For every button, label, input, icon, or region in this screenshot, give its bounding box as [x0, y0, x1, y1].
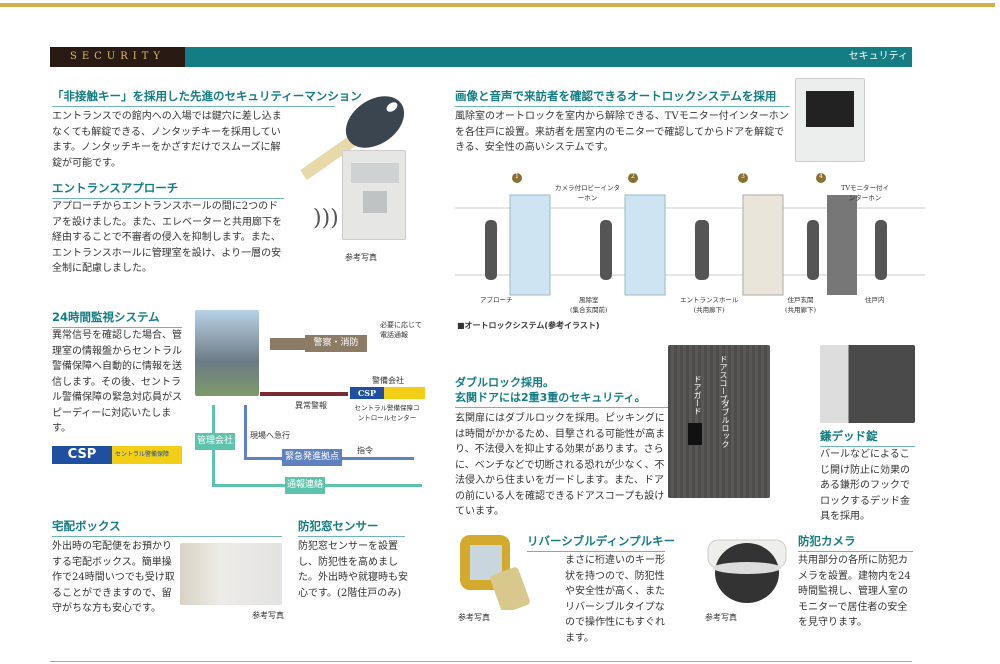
dimple-caption: 参考写真	[458, 613, 490, 622]
double-lock-label: ダブルロック	[721, 400, 730, 448]
security-company-label: 警備会社	[372, 376, 404, 385]
rush-label: 現場へ急行	[250, 431, 290, 440]
report-box: 通報連絡	[285, 477, 325, 494]
zone-vestibule: 風除室 (集合玄関前)	[570, 296, 608, 314]
building-image	[195, 310, 259, 396]
camera-image	[707, 539, 787, 603]
step-3: 3	[741, 173, 745, 180]
zone-entrance-hall: エントランスホール (共用廊下)	[680, 296, 739, 314]
deadbolt-photo	[820, 345, 915, 423]
csp-logo: CSP セントラル警備保障	[52, 446, 182, 464]
camera-title: 防犯カメラ	[798, 533, 913, 552]
noncontact-caption: 参考写真	[345, 253, 377, 262]
doublelock-title-line2: 玄関ドアには2重3重のセキュリティ。	[455, 391, 646, 404]
arrow-alarm	[260, 392, 348, 396]
tv-intercom-image	[795, 78, 865, 162]
camera-body: 共用部分の各所に防犯カメラを設置。建物内を24時間監視し、管理人室のモニターで居…	[798, 555, 911, 628]
delivery-title: 宅配ボックス	[52, 518, 282, 537]
zone-unit-door: 住戸玄関 (共用廊下)	[785, 296, 817, 314]
autolock-title: 画像と音声で来訪者を確認できるオートロックシステムを採用	[455, 88, 790, 107]
step-4: 4	[819, 173, 823, 180]
control-center-label: セントラル警備保障コントロールセンター	[354, 404, 420, 422]
doublelock-body: 玄関扉にはダブルロックを採用。ピッキングには時間がかかるため、目撃される可能性が…	[455, 413, 665, 517]
camera-caption: 参考写真	[705, 613, 737, 622]
base-box: 緊急発進拠点	[282, 449, 342, 466]
phone-note: 必要に応じて電話通報	[380, 321, 422, 339]
section-title-jp: セキュリティ	[848, 51, 908, 62]
noncontact-title: 「非接触キー」を採用した先進のセキュリティーマンション	[52, 88, 362, 107]
section-header-bar	[50, 47, 912, 67]
alarm-label: 異常警報	[295, 401, 327, 410]
csp-small-logo: CSP	[350, 387, 425, 399]
approach-title: エントランスアプローチ	[52, 180, 284, 199]
top-gold-rule	[0, 3, 995, 7]
window-title: 防犯窓センサー	[298, 518, 405, 537]
noncontact-key-image	[300, 96, 405, 180]
approach-body: アプローチからエントランスホールの間に2つのドアを設けました。また、エレベーター…	[52, 201, 282, 274]
bottom-rule	[50, 661, 912, 662]
dimple-title: リバーシブルディンプルキー	[527, 533, 675, 552]
monitoring-title: 24時間監視システム	[52, 309, 182, 328]
zone-inside: 住戸内	[865, 296, 885, 304]
line-rush	[244, 405, 247, 460]
autolock-illustration	[455, 173, 925, 296]
tv-intercom-label: TVモニター付インターホン	[840, 184, 890, 202]
doublelock-title: ダブルロック採用。玄関ドアには2重3重のセキュリティ。	[455, 375, 668, 408]
step-2: 2	[631, 173, 635, 180]
door-guard-label: ドアガード	[693, 375, 702, 415]
zone-approach: アプローチ	[480, 296, 513, 304]
order-label: 指令	[357, 446, 373, 455]
door-photo: ドアスコープ ドアガード ダブルロック	[668, 345, 770, 498]
police-fire-box: 警察・消防	[305, 335, 367, 352]
delivery-caption: 参考写真	[252, 611, 284, 620]
lobby-intercom-label: カメラ付ロビーインターホン	[555, 184, 620, 202]
deadbolt-body: バールなどによるこじ開け防止に効果のある鎌形のフックでロックするデッド金具を採用…	[820, 449, 910, 522]
autolock-body: 風除室のオートロックを室内から解除できる、TVモニター付インターホンを各住戸に設…	[455, 111, 789, 153]
dimple-key-image	[460, 535, 530, 610]
delivery-body: 外出時の宅配便をお預かりする宅配ボックス。簡単操作で24時間いつでも受け取ること…	[52, 541, 175, 614]
monitoring-body: 異常信号を確認した場合、管理室の情報盤からセントラル警備保障へ自動的に情報を送信…	[52, 330, 182, 434]
door-scope-label: ドアスコープ	[719, 355, 728, 403]
autolock-caption: ■オートロックシステム(参考イラスト)	[457, 321, 600, 330]
dimple-body: まさに桁違いのキー形状を持つので、防犯性や安全性が高く、またリバーシブルタイプな…	[565, 555, 665, 644]
step-1: 1	[515, 173, 519, 180]
delivery-box-photo	[180, 543, 282, 605]
window-body: 防犯窓センサーを設置し、防犯性を高めました。外出時や就寝時も安心です。(2階住戸…	[298, 541, 408, 599]
wireless-icon: )))	[313, 206, 339, 231]
mgmt-box: 管理会社	[195, 433, 235, 450]
doublelock-title-line1: ダブルロック採用。	[455, 376, 554, 389]
entrance-reader-image: )))	[313, 150, 406, 240]
noncontact-body: エントランスでの館内への入場では鍵穴に差し込まなくても解錠できる、ノンタッチキー…	[52, 111, 282, 169]
section-title-en: SECURITY	[50, 47, 185, 67]
deadbolt-title: 鎌デッド錠	[820, 428, 915, 447]
